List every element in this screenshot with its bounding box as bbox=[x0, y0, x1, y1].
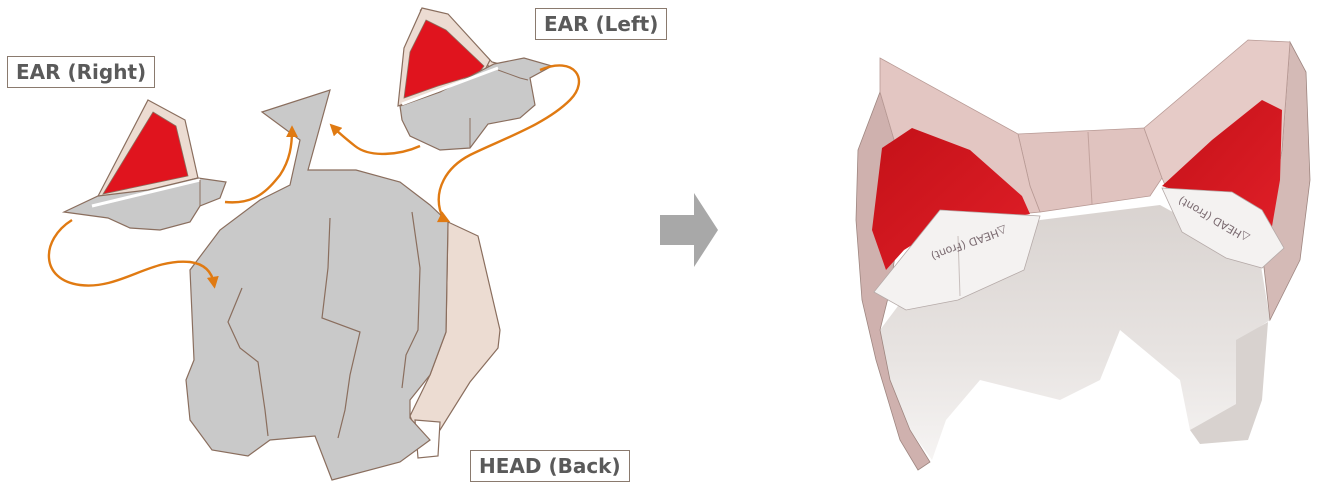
ear-right-piece bbox=[64, 100, 226, 230]
ear-right-label: EAR (Right) bbox=[7, 56, 155, 88]
head-back-label: HEAD (Back) bbox=[470, 450, 630, 482]
step-arrow-right bbox=[660, 193, 718, 267]
arrow-ear-right-to-head-side bbox=[49, 220, 214, 286]
assembled-model: △HEAD (Front) △HEAD (Front) bbox=[856, 40, 1310, 470]
ear-left-label: EAR (Left) bbox=[535, 8, 667, 40]
head-grey-body bbox=[186, 90, 448, 480]
